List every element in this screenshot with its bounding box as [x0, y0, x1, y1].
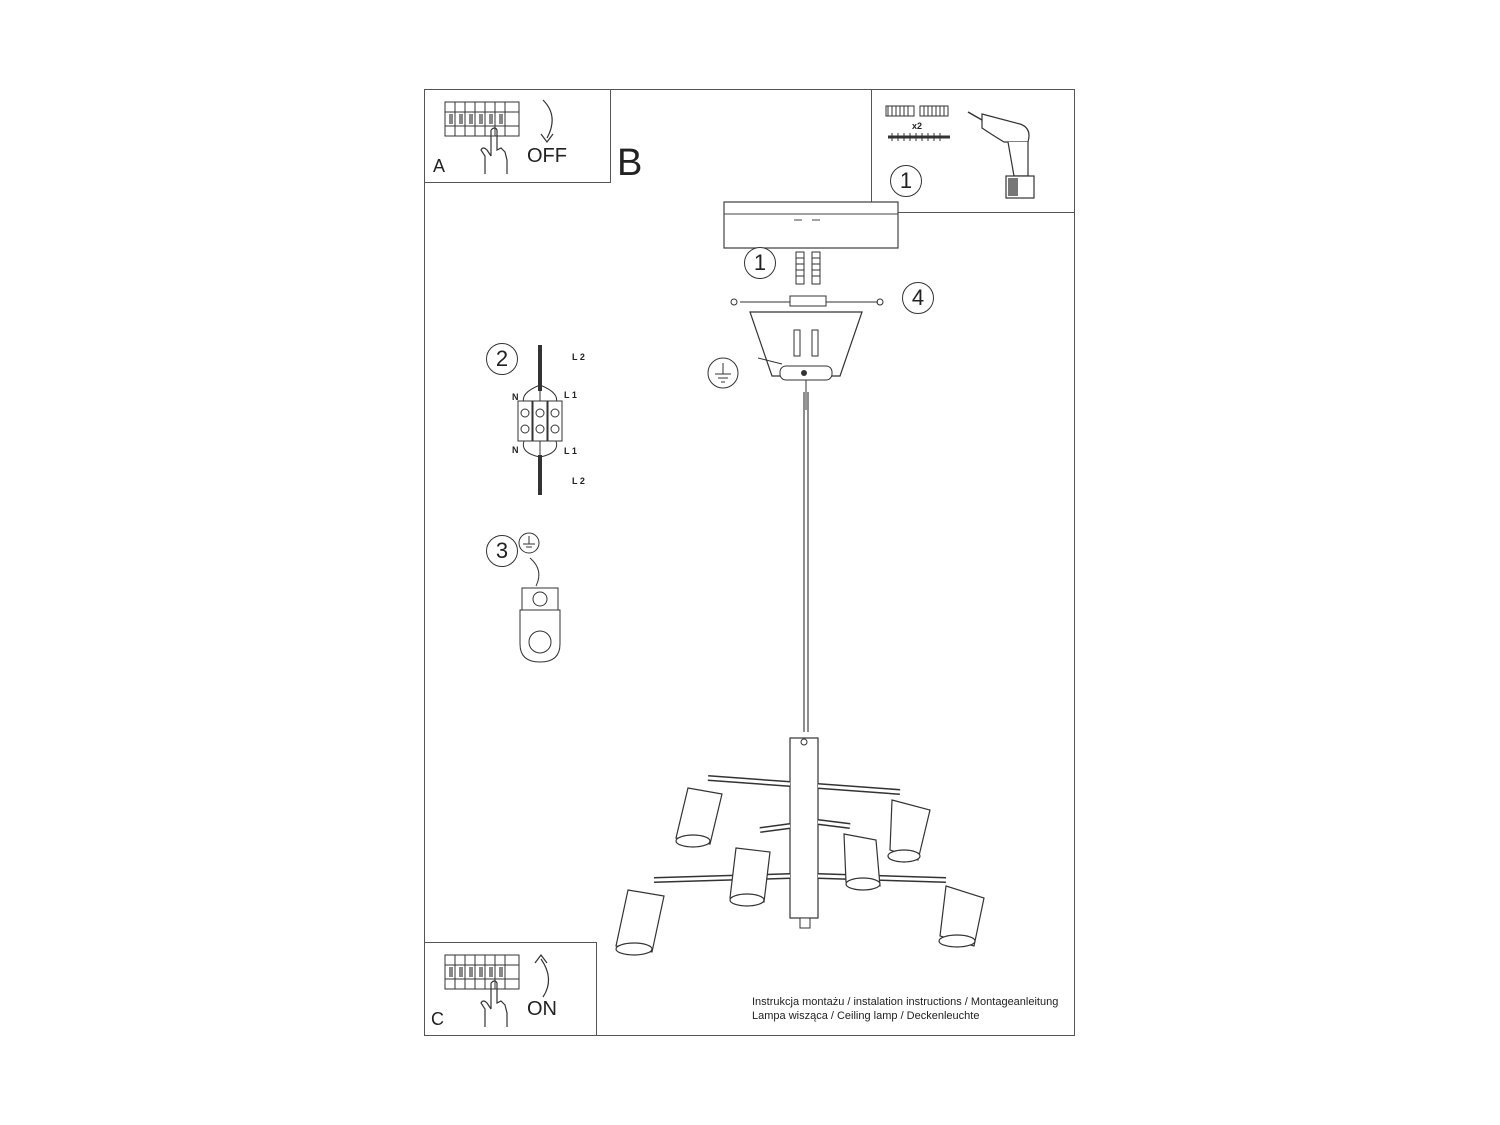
step-1-dowels-callout: 1: [744, 247, 776, 279]
screw-icon: [888, 133, 950, 141]
wire-label-l2-top: L 2: [572, 352, 585, 362]
circuit-breaker-icon: [444, 101, 520, 137]
circuit-breaker-icon: [444, 954, 520, 990]
ground-symbol-icon: [518, 532, 540, 554]
mounting-assembly: [730, 295, 884, 410]
wire-label-n-top: N: [512, 392, 519, 402]
suspension-cable: [803, 392, 809, 732]
panel-c-letter: C: [431, 1009, 444, 1029]
panel-a-letter: A: [433, 156, 446, 176]
step-4-screws-callout: 4: [902, 282, 934, 314]
arrow-down-icon: [540, 99, 554, 143]
panel-a: A OFF: [424, 89, 611, 183]
terminal-block-diagram: [517, 345, 563, 495]
step-3-ground-callout: 3: [486, 535, 518, 567]
ceiling-block: [723, 201, 899, 249]
caption: Instrukcja montażu / instalation instruc…: [752, 995, 1058, 1023]
wire-label-l1-bottom: L 1: [564, 446, 577, 456]
wire-label-l2-bottom: L 2: [572, 476, 585, 486]
drill-icon: [967, 111, 1035, 199]
instruction-sheet: [424, 89, 1075, 1036]
wire-label-n-bottom: N: [512, 445, 519, 455]
on-label: ON: [527, 998, 557, 1020]
panel-b-letter: B: [617, 142, 643, 184]
quantity-label: x2: [912, 121, 923, 131]
tools-panel: x2 1: [871, 89, 1075, 213]
ground-terminal-diagram: [519, 557, 561, 663]
wire-label-l1-top: L 1: [564, 390, 577, 400]
wall-plug-icon: [795, 251, 821, 285]
wall-plug-icon: [885, 105, 949, 117]
ground-symbol-icon: [707, 357, 739, 389]
step-2-wiring-callout: 2: [486, 343, 518, 375]
arrow-up-icon: [534, 954, 550, 998]
caption-line-1: Instrukcja montażu / instalation instruc…: [752, 996, 1059, 1008]
caption-line-2: Lampa wisząca / Ceiling lamp / Deckenleu…: [752, 1010, 980, 1022]
hand-icon: [480, 127, 508, 174]
hand-icon: [480, 980, 508, 1027]
panel-c: C ON: [424, 942, 597, 1036]
ceiling-lamp: [615, 737, 985, 956]
off-label: OFF: [527, 145, 567, 167]
step-1-tools-callout: 1: [890, 165, 922, 197]
